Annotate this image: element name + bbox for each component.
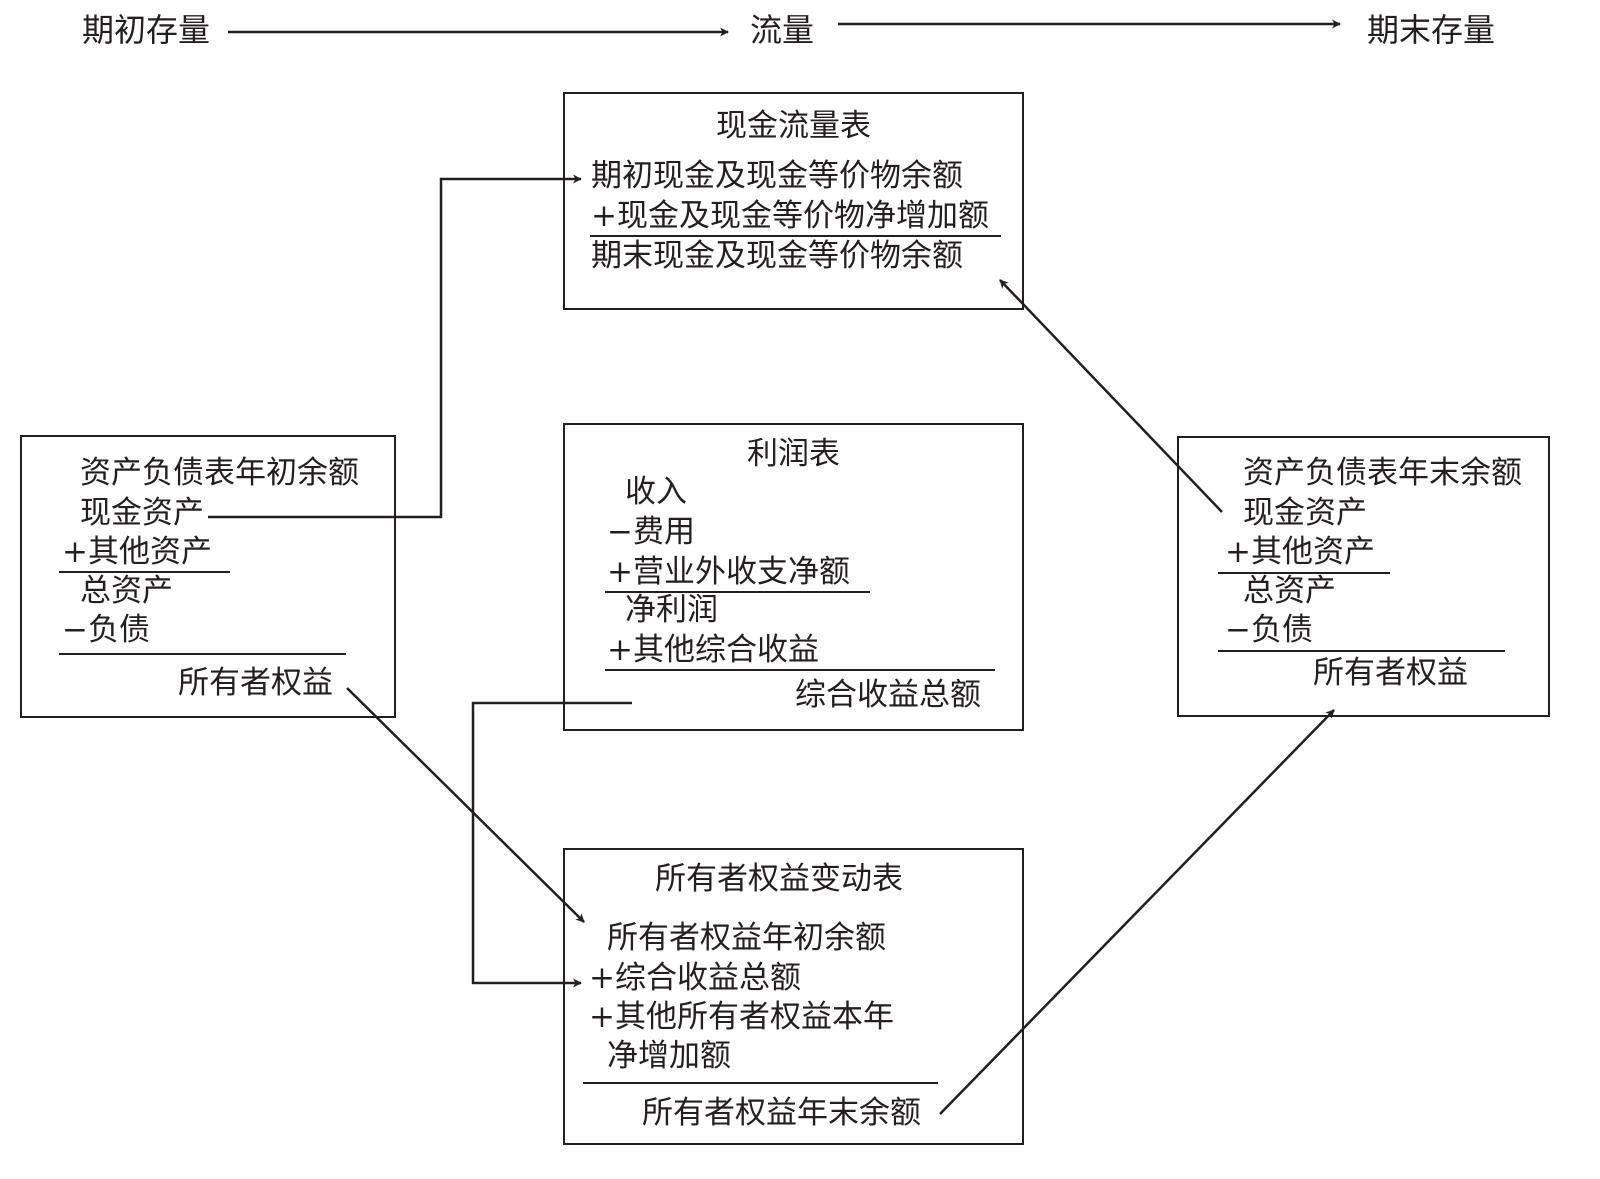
balance-begin-line: +其他资产 bbox=[62, 534, 212, 570]
balance-begin-line: 现金资产 bbox=[80, 495, 204, 531]
arrow-equity-end-to-balance-end bbox=[939, 709, 1335, 1115]
balance-end-title: 资产负债表年末余额 bbox=[1243, 455, 1522, 491]
equity-change-line: 所有者权益年初余额 bbox=[607, 920, 886, 956]
cash-flow-line: 期末现金及现金等价物余额 bbox=[591, 238, 963, 274]
balance-sheet-begin-box bbox=[20, 435, 396, 718]
balance-sheet-end-box bbox=[1177, 436, 1550, 717]
equity-change-line: 所有者权益年末余额 bbox=[642, 1095, 921, 1131]
cash-flow-line: +现金及现金等价物净增加额 bbox=[591, 198, 989, 234]
label-ending-stock: 期末存量 bbox=[1367, 11, 1496, 49]
equity-change-line: 净增加额 bbox=[607, 1038, 731, 1074]
balance-end-line: −负债 bbox=[1225, 612, 1313, 648]
equity-change-title: 所有者权益变动表 bbox=[655, 861, 903, 897]
arrow-cash-begin-to-cashflow bbox=[208, 174, 582, 519]
income-line: 综合收益总额 bbox=[795, 677, 981, 713]
income-line: −费用 bbox=[607, 514, 695, 550]
equity-change-statement-box bbox=[563, 848, 1024, 1145]
label-flow: 流量 bbox=[750, 11, 815, 49]
equity-change-line: +综合收益总额 bbox=[589, 960, 801, 996]
arrow-comprehensive-income-to-equity-change bbox=[471, 701, 632, 988]
income-statement-box bbox=[563, 423, 1024, 731]
cash-flow-statement-box bbox=[563, 92, 1024, 310]
equity-change-line: +其他所有者权益本年 bbox=[589, 999, 894, 1035]
income-line: 净利润 bbox=[625, 592, 718, 628]
income-title: 利润表 bbox=[747, 436, 840, 472]
balance-end-line: 总资产 bbox=[1243, 573, 1336, 609]
balance-end-line: 现金资产 bbox=[1243, 495, 1367, 531]
balance-begin-title: 资产负债表年初余额 bbox=[80, 455, 359, 491]
income-line: +其他综合收益 bbox=[607, 632, 819, 668]
cash-flow-title: 现金流量表 bbox=[716, 108, 871, 144]
arrow-cash-end-to-cashflow bbox=[999, 279, 1223, 513]
balance-begin-line: 所有者权益 bbox=[178, 665, 333, 701]
income-line: 收入 bbox=[625, 474, 687, 510]
arrow-equity-begin-to-equity-change bbox=[346, 687, 585, 923]
label-beginning-stock: 期初存量 bbox=[82, 11, 211, 49]
balance-end-line: 所有者权益 bbox=[1313, 655, 1468, 691]
balance-begin-line: −负债 bbox=[62, 612, 150, 648]
income-line: +营业外收支净额 bbox=[607, 554, 850, 590]
cash-flow-line: 期初现金及现金等价物余额 bbox=[591, 158, 963, 194]
balance-end-line: +其他资产 bbox=[1225, 534, 1375, 570]
balance-begin-line: 总资产 bbox=[80, 573, 173, 609]
